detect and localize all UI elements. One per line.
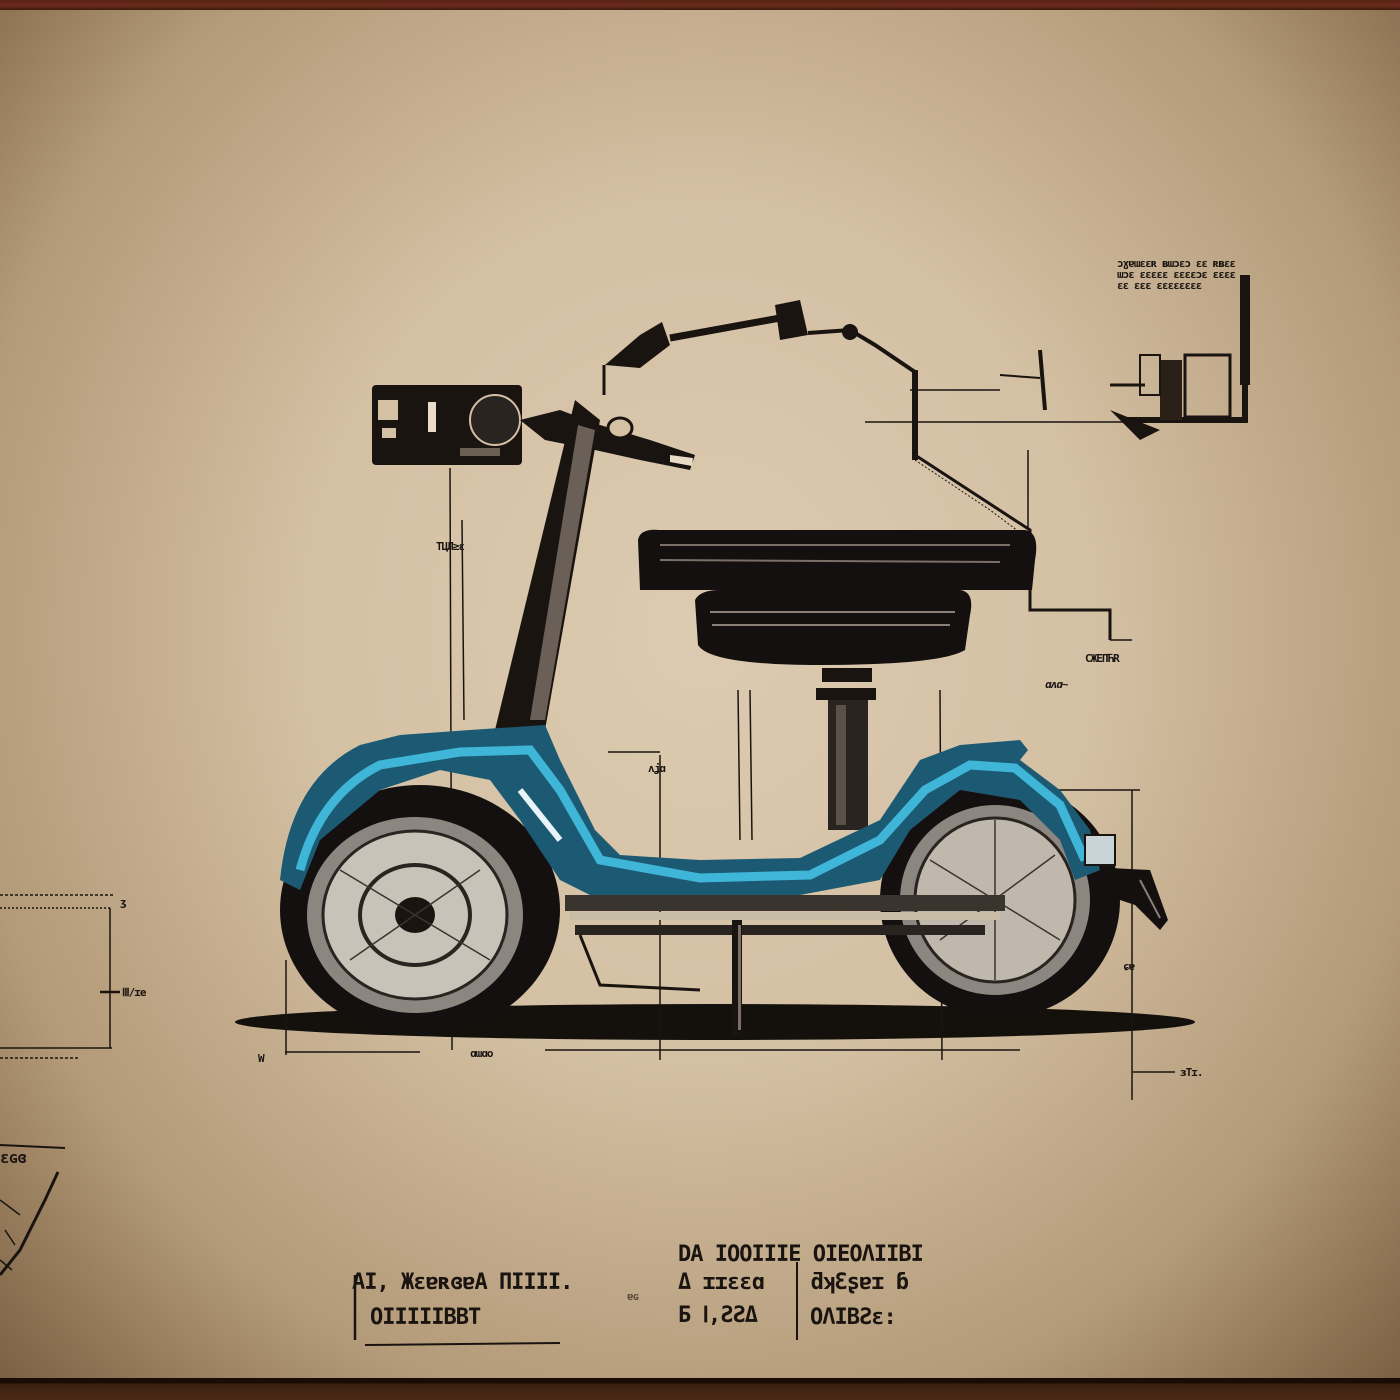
- blueprint-paper: [0, 10, 1400, 1388]
- title-right-col1-line1: Δ ɪɪɛɛɑ: [678, 1270, 765, 1295]
- headlight-display: [372, 385, 522, 465]
- chassis: [565, 895, 1005, 992]
- title-left-line2: ΟΙΙΙΙΙΒΒΤ: [370, 1305, 481, 1330]
- mirror-arm: [602, 300, 1112, 640]
- note-line: ɛɛ ɛɛɛ ɛɛɛɛɛɛɛɛ: [1117, 279, 1202, 292]
- corner-note: ɛɢɞ: [0, 1148, 27, 1167]
- seat: [638, 529, 1037, 665]
- seat-dimension-label: CЖЕΠЋR: [1085, 652, 1120, 665]
- title-right-col2-line1: ƌʞƐʂɐɪ ɓ: [810, 1270, 909, 1295]
- title-right-col1-line2: Ƃ Ⅰ,ƧƧΔ: [678, 1303, 758, 1328]
- bottom-left-mark: W: [258, 1052, 265, 1065]
- mechanical-detail-sketch: [999, 275, 1250, 440]
- kickstand: [732, 920, 742, 1035]
- note-line: ɯɔɛ ɛɛɛɛɛ ɛɛɛɛɔɛ ɛɛɛɛ: [1117, 268, 1236, 281]
- note-line: ɔɣɐɯɛɛʀ ʙɯɔɛɔ ɛɛ ʀʙɛɛ: [1117, 257, 1236, 270]
- frame-bottom-edge: [0, 1378, 1400, 1400]
- corner-sketch: [0, 1144, 66, 1276]
- title-right-col2-line2: ΟΛΙΒƧɛ:: [810, 1305, 897, 1330]
- front-dimension-label: ɑɯɑo: [470, 1047, 493, 1060]
- handlebar: [520, 410, 695, 470]
- seat-scribble: ɑʌɑ~: [1045, 678, 1068, 691]
- stem: [495, 400, 600, 730]
- title-center-mark: ɐɢ: [627, 1290, 639, 1303]
- frame-label: ʌʝɑ: [648, 762, 666, 775]
- stem-dimension-label: ТЦЛ≥ɛ: [436, 540, 465, 553]
- title-block-lines: [353, 1262, 798, 1346]
- top-right-note: ɔɣɐɯɛɛʀ ʙɯɔɛɔ ɛɛ ʀʙɛɛ ɯɔɛ ɛɛɛɛɛ ɛɛɛɛɔɛ ɛ…: [1117, 257, 1236, 292]
- title-left-line1: ΑΙ, ЖɛɐʀɞɐA ΠΙΙΙΙ.: [352, 1270, 573, 1295]
- rear-fender: [1110, 868, 1168, 930]
- left-dimension-label: ⅠⅡ/ɪe: [122, 986, 147, 999]
- rear-dimension-label: ɜТɪ.: [1180, 1066, 1203, 1079]
- title-right-header: DA ΙΟΟΙΙΙΕ ΟΙΕΟΛΙΙΒΙ: [678, 1242, 924, 1267]
- deck-frame: [280, 725, 1116, 900]
- left-mark: ʒ: [120, 896, 127, 909]
- front-wheel: [280, 785, 560, 1035]
- rear-scribble: ɕɐ: [1123, 960, 1135, 973]
- seat-post: [816, 668, 876, 830]
